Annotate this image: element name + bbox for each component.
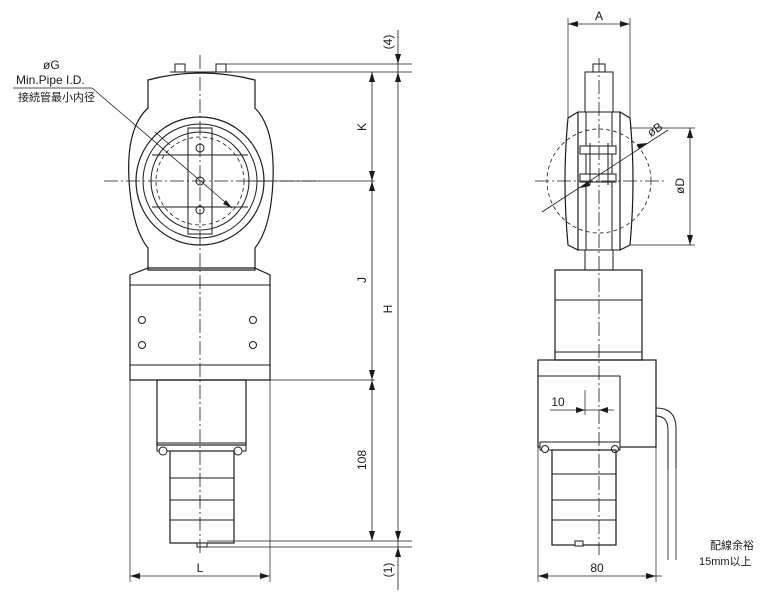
label-dim-phi-d: øD bbox=[673, 178, 687, 194]
label-wiring-note-1: 配線余裕 bbox=[710, 538, 754, 552]
label-dim-l: L bbox=[197, 561, 204, 575]
label-dim-j: J bbox=[355, 277, 369, 283]
label-dim-h: H bbox=[381, 305, 395, 314]
top-bolt-left bbox=[174, 63, 186, 73]
front-motor-housing bbox=[156, 379, 247, 446]
side-actuator-upper bbox=[554, 269, 643, 361]
top-bolt-right bbox=[215, 63, 227, 73]
label-min-pipe: Min.Pipe I.D. bbox=[16, 73, 85, 87]
label-wiring-note-2: 15mm以上 bbox=[699, 555, 752, 568]
label-dim-4: (4) bbox=[381, 35, 395, 50]
front-lower-cylinder bbox=[169, 450, 235, 544]
label-phi-g: øG bbox=[43, 58, 60, 72]
wiring-cable bbox=[655, 407, 677, 468]
label-dim-k: K bbox=[355, 123, 369, 131]
front-view bbox=[13, 30, 412, 590]
label-dim-1: (1) bbox=[381, 563, 395, 578]
label-dim-10: 10 bbox=[551, 395, 565, 409]
label-min-pipe-jp: 接続管最小内径 bbox=[18, 90, 95, 104]
label-dim-80: 80 bbox=[590, 561, 604, 575]
front-upper-housing bbox=[128, 72, 274, 271]
side-view bbox=[535, 18, 695, 582]
label-dim-a: A bbox=[595, 9, 603, 23]
side-lower-cylinder bbox=[551, 449, 617, 546]
label-dim-108: 108 bbox=[355, 450, 369, 470]
label-dim-phi-b: øB bbox=[645, 120, 665, 140]
